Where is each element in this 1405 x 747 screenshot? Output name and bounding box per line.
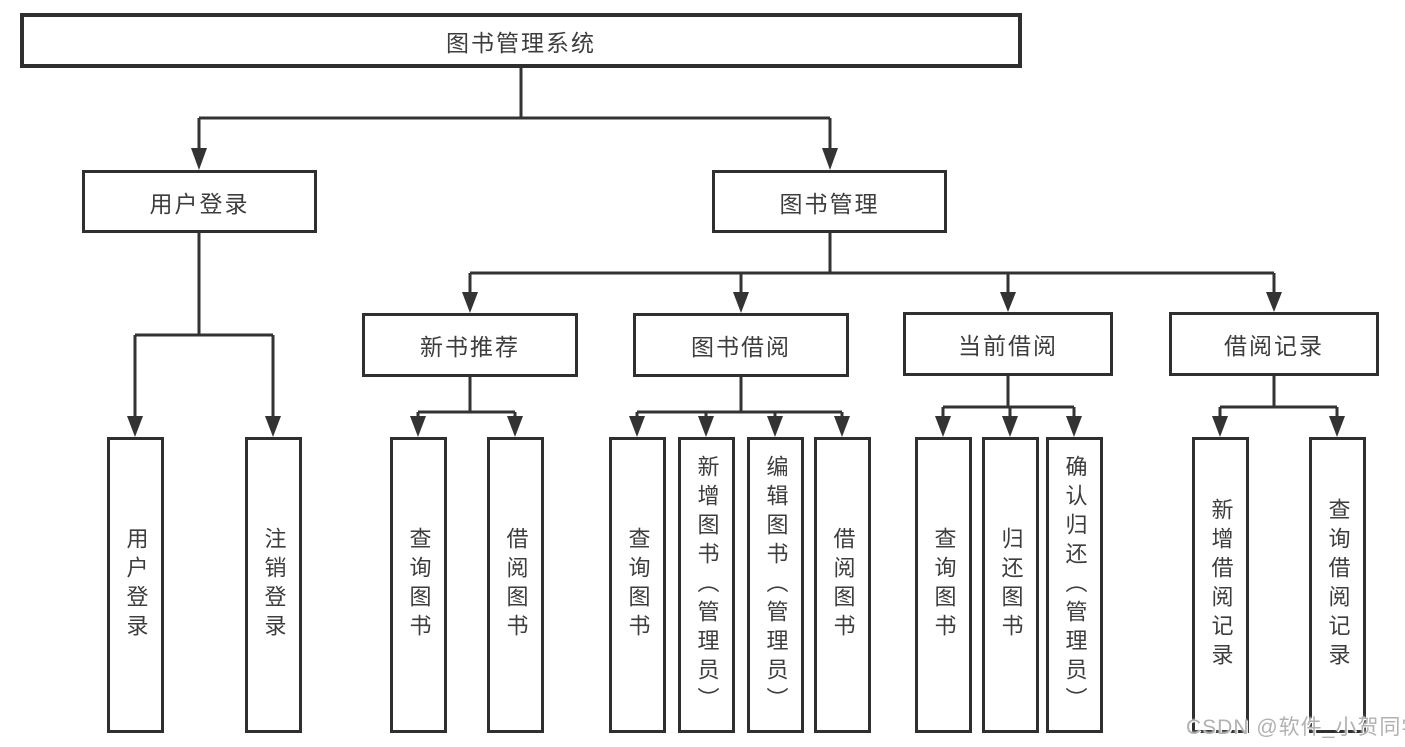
node-label: 图书管理系统 <box>446 29 596 56</box>
leaf-label: 新增借阅记录 <box>1208 498 1234 672</box>
node-new-book-recommend: 新书推荐 <box>362 313 578 377</box>
leaf-label: 编辑图书（管理员） <box>763 454 789 716</box>
node-label: 借阅记录 <box>1224 333 1324 359</box>
node-current-borrow: 当前借阅 <box>903 312 1113 376</box>
leaf-query-books-recommend: 查询图书 <box>390 437 447 733</box>
node-label: 图书借阅 <box>691 334 791 360</box>
leaf-edit-books-admin: 编辑图书（管理员） <box>747 437 804 733</box>
leaf-label: 确认归还（管理员） <box>1062 454 1088 716</box>
node-book-borrow: 图书借阅 <box>633 313 849 377</box>
node-label: 当前借阅 <box>958 333 1058 359</box>
leaf-add-borrow-record: 新增借阅记录 <box>1192 437 1249 733</box>
leaf-query-books-current: 查询图书 <box>915 437 972 733</box>
leaf-borrow-books: 借阅图书 <box>814 437 871 733</box>
leaf-confirm-return-admin: 确认归还（管理员） <box>1046 437 1103 733</box>
leaf-label: 借阅图书 <box>830 527 856 643</box>
node-label: 新书推荐 <box>420 334 520 360</box>
node-borrow-records: 借阅记录 <box>1169 312 1379 376</box>
leaf-label: 查询图书 <box>625 527 651 643</box>
leaf-label: 查询图书 <box>406 527 432 643</box>
leaf-label: 借阅图书 <box>503 527 529 643</box>
leaf-label: 新增图书（管理员） <box>694 454 720 716</box>
leaf-borrow-books-recommend: 借阅图书 <box>487 437 544 733</box>
node-book-management: 图书管理 <box>712 170 947 233</box>
leaf-label: 用户登录 <box>123 527 149 643</box>
node-user-login: 用户登录 <box>82 170 317 233</box>
leaf-query-borrow-record: 查询借阅记录 <box>1309 437 1366 733</box>
node-label: 图书管理 <box>779 190 880 217</box>
leaf-user-login: 用户登录 <box>107 437 164 733</box>
node-label: 用户登录 <box>149 190 250 217</box>
leaf-label: 查询借阅记录 <box>1325 498 1351 672</box>
leaf-label: 注销登录 <box>261 527 287 643</box>
leaf-label: 归还图书 <box>998 527 1024 643</box>
leaf-return-books: 归还图书 <box>982 437 1039 733</box>
leaf-query-books-borrow: 查询图书 <box>609 437 666 733</box>
leaf-label: 查询图书 <box>931 527 957 643</box>
leaf-add-books-admin: 新增图书（管理员） <box>678 437 735 733</box>
node-library-management-system: 图书管理系统 <box>20 13 1022 68</box>
csdn-watermark: CSDN @软件_小贺同学 <box>1186 716 1405 739</box>
leaf-logout: 注销登录 <box>245 437 302 733</box>
